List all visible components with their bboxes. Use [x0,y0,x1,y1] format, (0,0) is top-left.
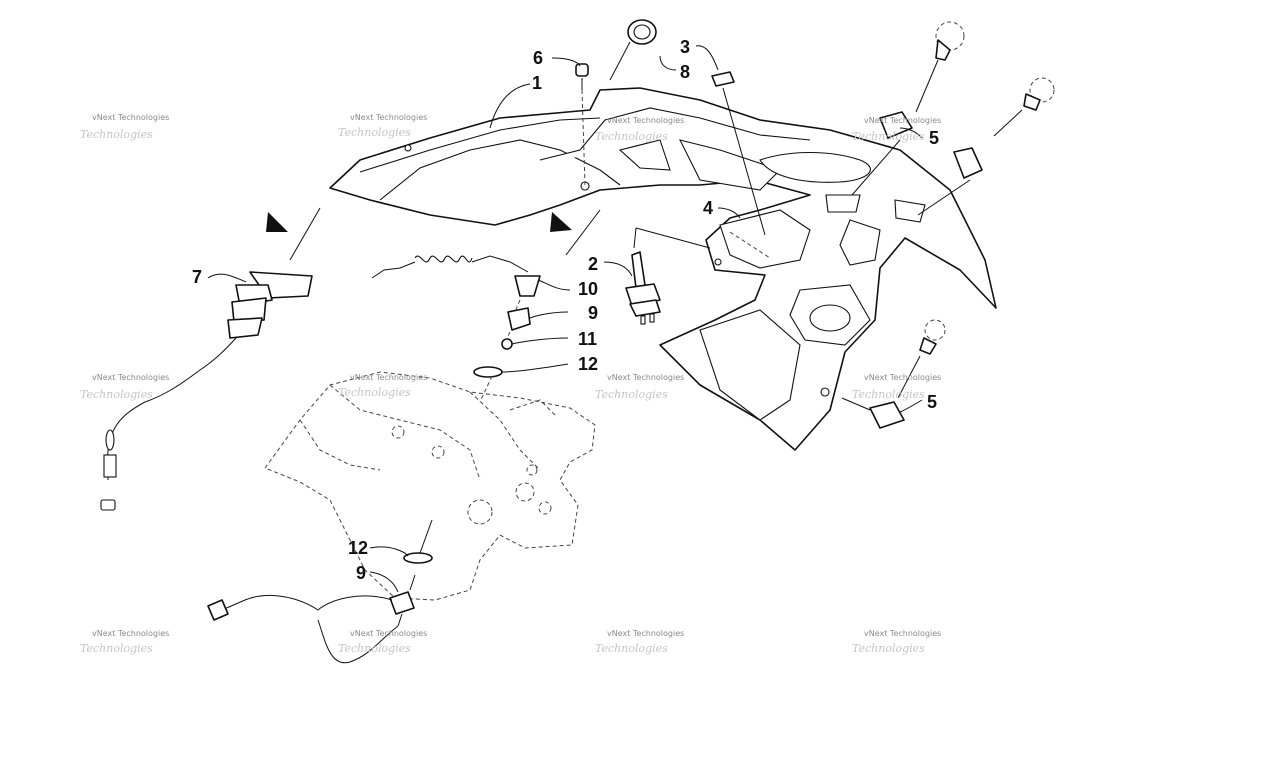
oring-part-12-lower [403,519,433,564]
callout-11: 11 [578,329,597,349]
svg-text:vNext Technologies: vNext Technologies [350,373,427,382]
callout-8: 8 [680,62,690,82]
key-switch-part-7 [100,271,313,511]
svg-text:Technologies: Technologies [595,130,668,143]
watermark-12: Technologies vNext Technologies [852,629,941,655]
svg-text:vNext Technologies: vNext Technologies [864,629,941,638]
console-panel [329,87,997,451]
direction-arrows [266,207,601,261]
callout-5-lower: 5 [927,392,937,412]
svg-text:vNext Technologies: vNext Technologies [350,629,427,638]
watermark-2: Technologies vNext Technologies [338,113,427,139]
callout-2: 2 [588,254,598,274]
callout-6: 6 [533,48,543,68]
callout-3: 3 [680,37,690,57]
callout-10: 10 [578,279,598,299]
svg-text:vNext Technologies: vNext Technologies [864,373,941,382]
callout-1: 1 [532,73,542,93]
svg-text:Technologies: Technologies [852,642,925,655]
svg-text:vNext Technologies: vNext Technologies [350,113,427,122]
svg-text:vNext Technologies: vNext Technologies [607,629,684,638]
svg-text:Technologies: Technologies [80,128,153,141]
svg-text:Technologies: Technologies [338,126,411,139]
fastener-part-5-upper [851,21,1055,216]
svg-text:vNext Technologies: vNext Technologies [864,116,941,125]
watermarks: Technologies vNext Technologies Technolo… [80,113,941,655]
svg-text:vNext Technologies: vNext Technologies [92,629,169,638]
watermark-1: Technologies vNext Technologies [80,113,169,141]
watermark-6: Technologies vNext Technologies [338,373,427,399]
plug-part-3 [711,71,766,236]
cap-part-9-upper [507,299,531,331]
svg-text:Technologies: Technologies [595,388,668,401]
fastener-part-5-lower [841,319,946,429]
svg-text:vNext Technologies: vNext Technologies [92,373,169,382]
svg-text:Technologies: Technologies [80,642,153,655]
arrow-middle-icon [550,212,572,232]
screw-part-6 [575,63,589,186]
watermark-9: Technologies vNext Technologies [80,629,169,655]
watermark-11: Technologies vNext Technologies [595,629,684,655]
svg-text:vNext Technologies: vNext Technologies [607,373,684,382]
svg-text:Technologies: Technologies [338,386,411,399]
bulb-part-11 [501,331,513,350]
callout-labels: 1 2 3 4 5 5 6 7 8 9 9 10 11 12 12 [192,37,939,583]
callout-9-lower: 9 [356,563,366,583]
arrow-left-icon [266,212,288,232]
spring-cable-part-10 [371,255,541,297]
grommet-part-8 [609,19,657,81]
watermark-3: Technologies vNext Technologies [595,116,684,143]
watermark-8: Technologies vNext Technologies [852,373,941,401]
callout-leaders [207,45,923,593]
sensor-part-9-lower [207,574,416,664]
reference-body-ghost [264,371,596,601]
svg-text:vNext Technologies: vNext Technologies [607,116,684,125]
svg-text:Technologies: Technologies [595,642,668,655]
callout-4: 4 [703,198,713,218]
watermark-7: Technologies vNext Technologies [595,373,684,401]
callout-7: 7 [192,267,202,287]
watermark-5: Technologies vNext Technologies [80,373,169,401]
oring-part-12-upper [473,366,503,403]
svg-text:vNext Technologies: vNext Technologies [92,113,169,122]
watermark-10: Technologies vNext Technologies [338,629,427,655]
svg-text:Technologies: Technologies [80,388,153,401]
callout-5-upper: 5 [929,128,939,148]
watermark-4: Technologies vNext Technologies [852,116,941,143]
callout-12-upper: 12 [578,354,598,374]
svg-text:Technologies: Technologies [852,130,925,143]
svg-text:Technologies: Technologies [852,388,925,401]
svg-text:Technologies: Technologies [338,642,411,655]
toggle-switch-part-2 [625,227,711,325]
callout-12-lower: 12 [348,538,368,558]
callout-9-upper: 9 [588,303,598,323]
